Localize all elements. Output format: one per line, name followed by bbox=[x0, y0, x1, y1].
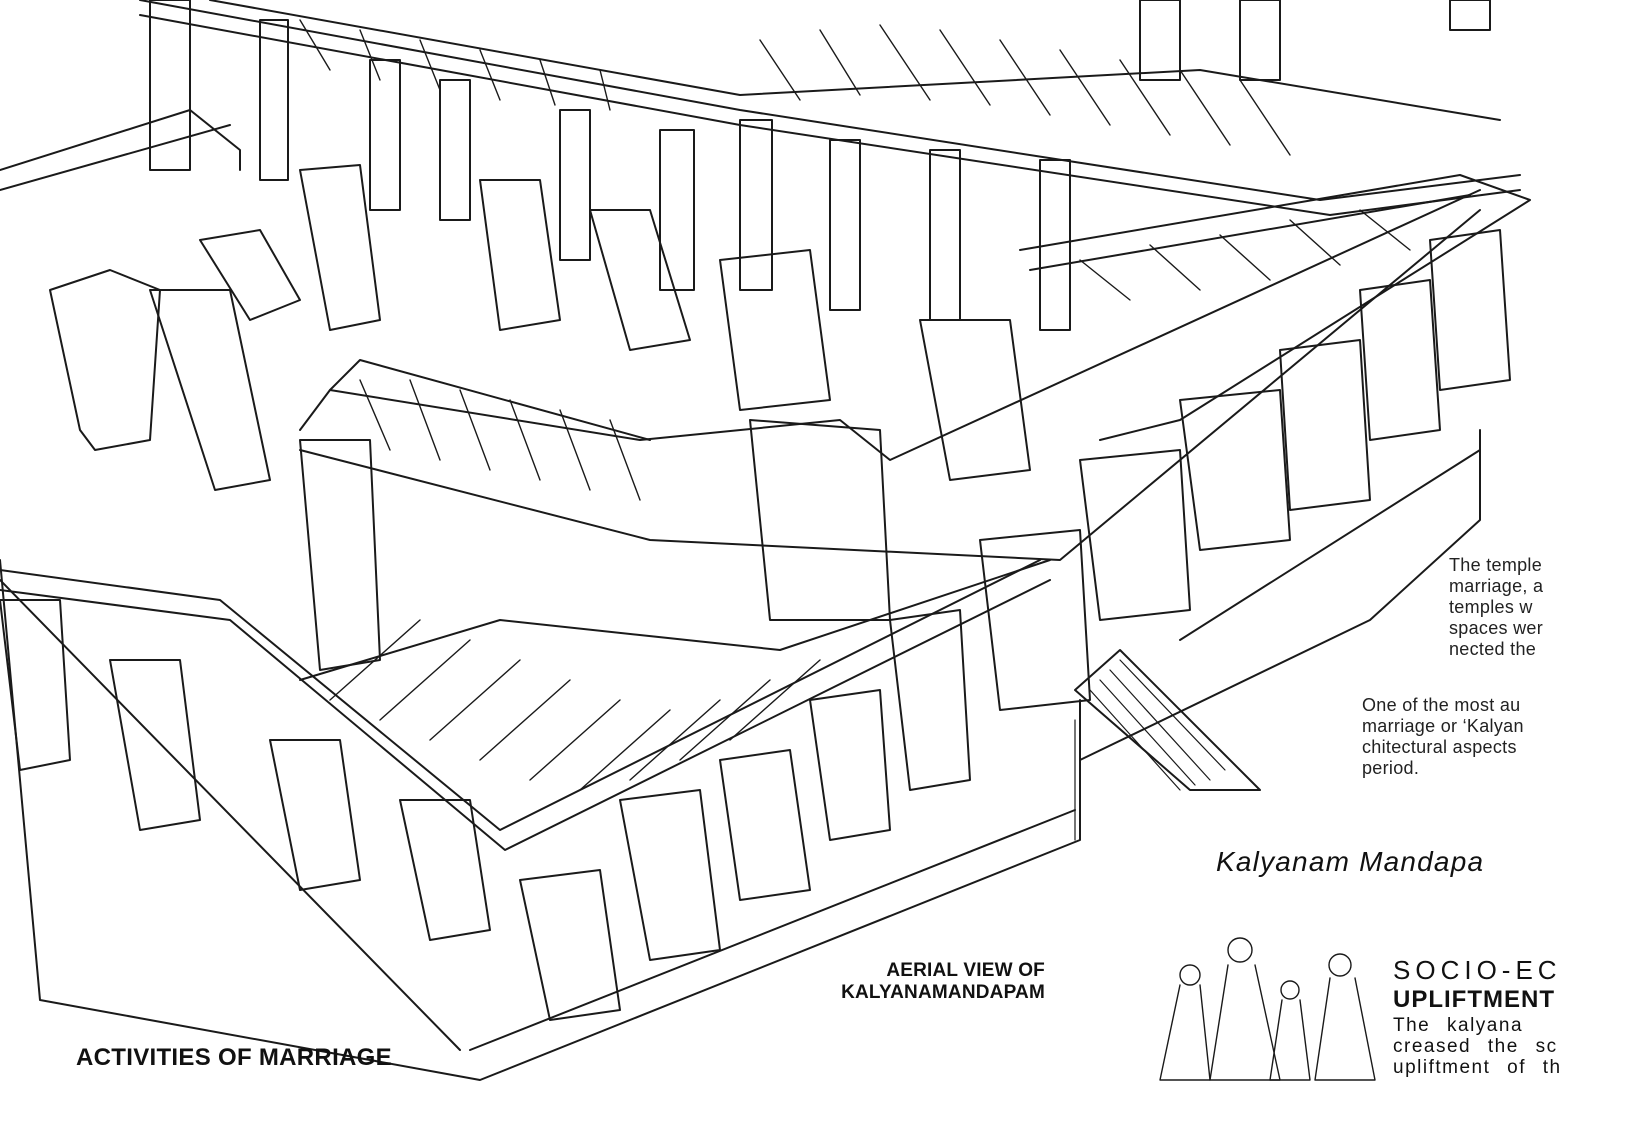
socio-paragraph-line-2: creased the sc bbox=[1393, 1036, 1558, 1057]
kalyanam-paragraph-line-1: One of the most au bbox=[1362, 695, 1521, 715]
temple-paragraph: The temple marriage, a temples w spaces … bbox=[1449, 555, 1543, 660]
temple-paragraph-line-2: marriage, a bbox=[1449, 576, 1544, 596]
temple-paragraph-line-4: spaces wer bbox=[1449, 618, 1544, 638]
socio-heading-line-2: UPLIFTMENT bbox=[1393, 986, 1555, 1013]
temple-paragraph-line-5: nected the bbox=[1449, 639, 1537, 659]
kalyanam-paragraph-line-3: chitectural aspects bbox=[1362, 737, 1517, 757]
aerial-view-caption: AERIAL VIEW OF KALYANAMANDAPAM bbox=[841, 960, 1045, 1004]
kalyanam-paragraph-line-2: marriage or ‘Kalyan bbox=[1362, 716, 1524, 736]
section-title: Kalyanam Mandapa bbox=[1216, 846, 1485, 877]
temple-paragraph-line-3: temples w bbox=[1449, 597, 1533, 617]
activities-heading: ACTIVITIES OF MARRIAGE bbox=[76, 1044, 392, 1071]
socio-heading-line-1: SOCIO-EC bbox=[1393, 955, 1562, 985]
socio-paragraph: The kalyana creased the sc upliftment of… bbox=[1393, 1015, 1562, 1078]
temple-paragraph-line-1: The temple bbox=[1449, 555, 1543, 575]
kalyanam-paragraph-line-4: period. bbox=[1362, 758, 1420, 778]
kalyanam-paragraph: One of the most au marriage or ‘Kalyan c… bbox=[1362, 695, 1524, 779]
socio-paragraph-line-1: The kalyana bbox=[1393, 1015, 1524, 1036]
socio-heading: SOCIO-EC UPLIFTMENT bbox=[1393, 955, 1562, 1015]
aerial-caption-line-1: AERIAL VIEW OF bbox=[886, 960, 1045, 981]
aerial-caption-line-2: KALYANAMANDAPAM bbox=[841, 982, 1045, 1003]
socio-paragraph-line-3: upliftment of th bbox=[1393, 1057, 1562, 1078]
